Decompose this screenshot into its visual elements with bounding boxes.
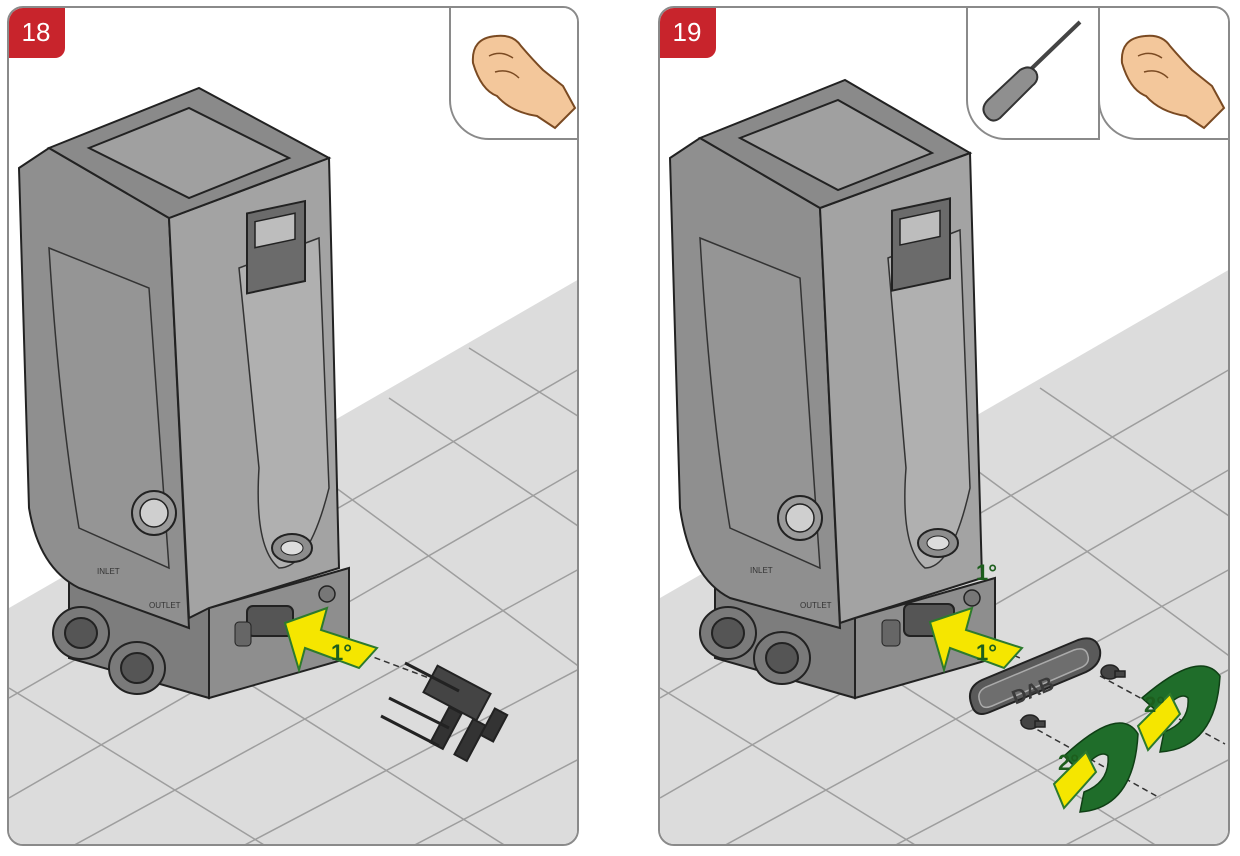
arrow-step-label: 1° [976,640,997,665]
tool-box [449,8,577,140]
tool-box-screwdriver [966,8,1100,140]
hand-icon [1120,34,1226,130]
arrow-step-label: 1° [331,640,352,665]
top-step-label: 1° [976,560,997,585]
rotate-label: 2° [1144,692,1165,717]
insert-arrow: 1° [928,606,1024,674]
step-number-badge: 18 [9,8,65,58]
cover-plate: DAB [969,637,1102,715]
svg-text:INLET: INLET [97,567,120,576]
step-number-badge: 19 [660,8,716,58]
svg-text:INLET: INLET [750,566,773,575]
pump-unit: INLET OUTLET [668,78,996,700]
svg-text:OUTLET: OUTLET [800,601,832,610]
rotate-label: 2° [1058,750,1079,775]
insert-arrow: 1° [283,606,379,674]
rotate-arrow-b: 2° [1052,722,1139,813]
step-19-panel: 19 [658,6,1230,846]
pump-scene: INLET OUTLET 1° [9,86,577,844]
step-18-panel: 18 [7,6,579,846]
screwdriver-icon [982,20,1082,122]
connector-plug [380,661,509,763]
rotate-arrow-a: 2° [1136,665,1221,753]
screw [1020,664,1126,730]
tool-box-hand [1098,8,1228,140]
svg-text:OUTLET: OUTLET [149,601,181,610]
pump-scene: INLET OUTLET 1° DAB 2° [660,78,1228,844]
hand-icon [471,34,577,130]
pump-unit: INLET OUTLET [17,86,350,700]
